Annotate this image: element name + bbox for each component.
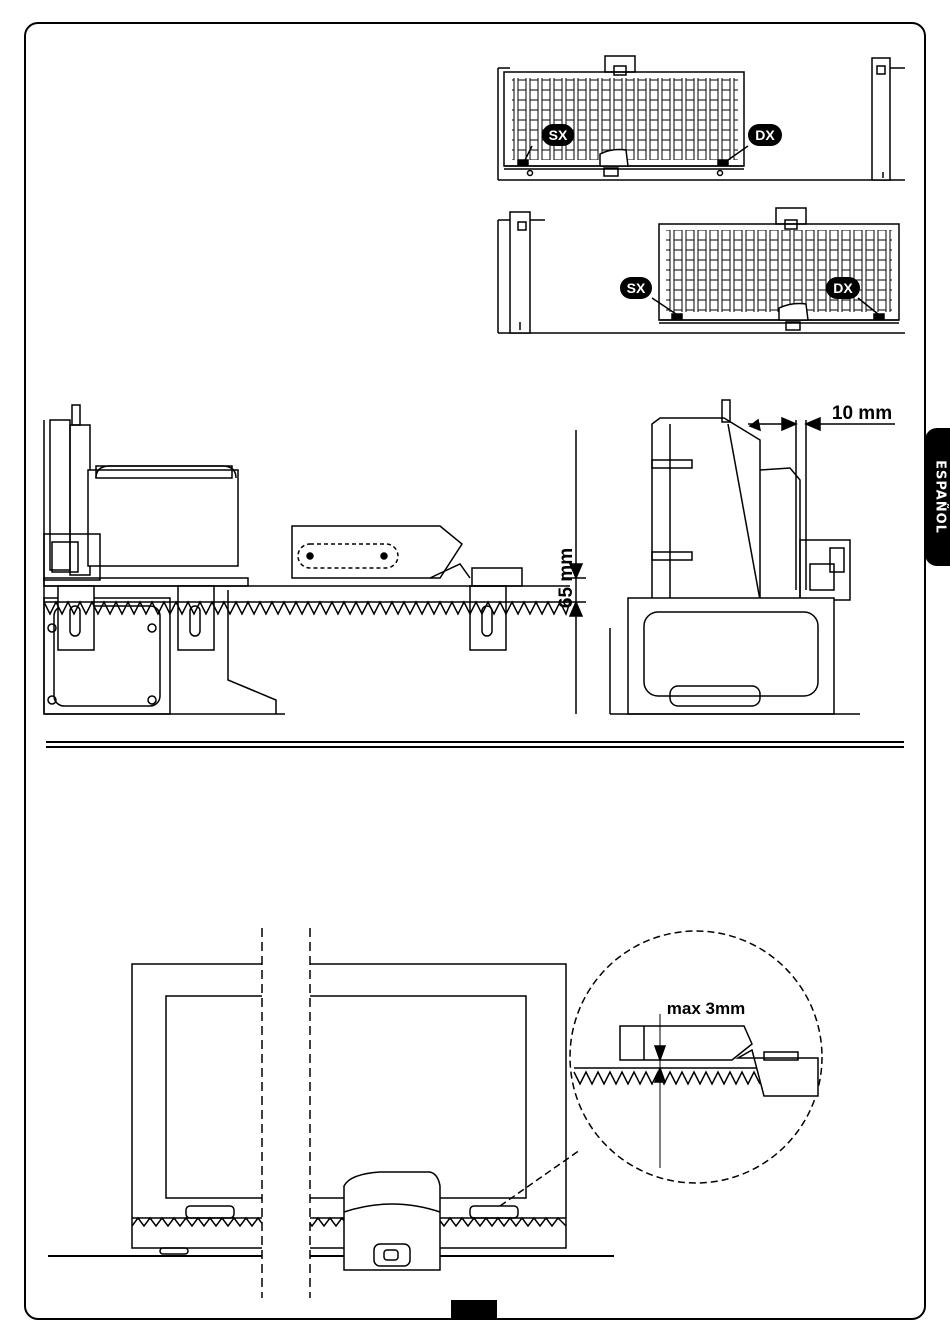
svg-text:DX: DX [833, 280, 853, 296]
max-gap-label: max 3mm [667, 999, 745, 1018]
svg-text:SX: SX [627, 280, 646, 296]
gate-diagram-top [498, 56, 905, 180]
rack-height-label: 65 mm [556, 548, 577, 608]
sx-marker-top: SX [542, 124, 574, 146]
dx-marker-bottom: DX [826, 277, 860, 299]
motor-front-view [610, 400, 895, 714]
motor-side-view [44, 405, 586, 714]
dx-marker-top: DX [748, 124, 782, 146]
sx-marker-bottom: SX [620, 277, 652, 299]
svg-text:SX: SX [549, 127, 568, 143]
gate-front-view [48, 924, 822, 1300]
gate-diagram-bottom [498, 208, 905, 333]
svg-text:DX: DX [755, 127, 775, 143]
gap-dimension-label: 10 mm [832, 403, 892, 424]
section-divider [46, 742, 904, 747]
